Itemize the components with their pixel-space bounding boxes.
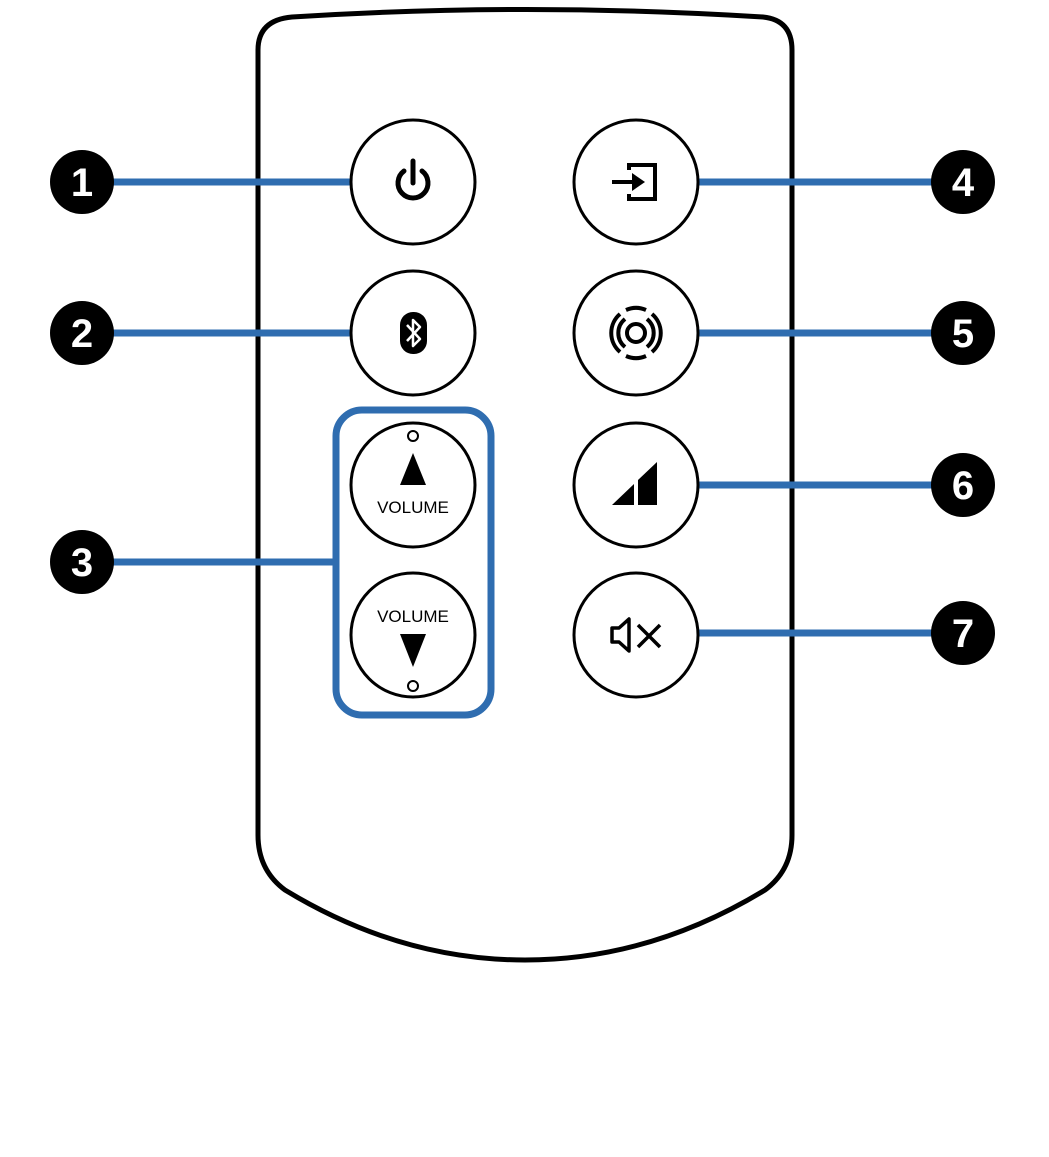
volume-down-button[interactable]: VOLUME [349, 571, 477, 699]
mute-icon [610, 617, 662, 653]
input-icon [612, 163, 657, 201]
input-button[interactable] [572, 118, 700, 246]
svg-text:5: 5 [952, 312, 974, 356]
triangle-down-icon [400, 634, 426, 667]
callout-4: 4 [931, 150, 995, 214]
surround-button[interactable] [572, 269, 700, 397]
leader-lines [82, 178, 963, 637]
bass-button[interactable] [572, 421, 700, 549]
surround-icon [609, 305, 663, 361]
callout-3: 3 [50, 530, 114, 594]
power-button[interactable] [349, 118, 477, 246]
volume-group-highlight [332, 406, 495, 719]
volume-up-indicator-dot [407, 430, 419, 442]
mute-button[interactable] [572, 571, 700, 699]
volume-down-label: VOLUME [377, 607, 449, 626]
remote-body [255, 7, 795, 963]
svg-text:3: 3 [71, 541, 93, 585]
svg-text:6: 6 [952, 464, 974, 508]
triangle-up-icon [400, 453, 426, 485]
svg-text:4: 4 [952, 161, 975, 205]
svg-text:7: 7 [952, 612, 974, 656]
callout-6: 6 [931, 453, 995, 517]
bass-icon [612, 462, 657, 505]
bluetooth-icon [400, 312, 427, 354]
callout-2: 2 [50, 301, 114, 365]
svg-text:1: 1 [71, 161, 93, 205]
volume-up-button[interactable]: VOLUME [349, 421, 477, 549]
callout-7: 7 [931, 601, 995, 665]
power-icon [395, 158, 431, 201]
callout-1: 1 [50, 150, 114, 214]
svg-text:2: 2 [71, 312, 93, 356]
callout-5: 5 [931, 301, 995, 365]
bluetooth-button[interactable] [349, 269, 477, 397]
volume-down-indicator-dot [407, 680, 419, 692]
volume-up-label: VOLUME [377, 498, 449, 517]
